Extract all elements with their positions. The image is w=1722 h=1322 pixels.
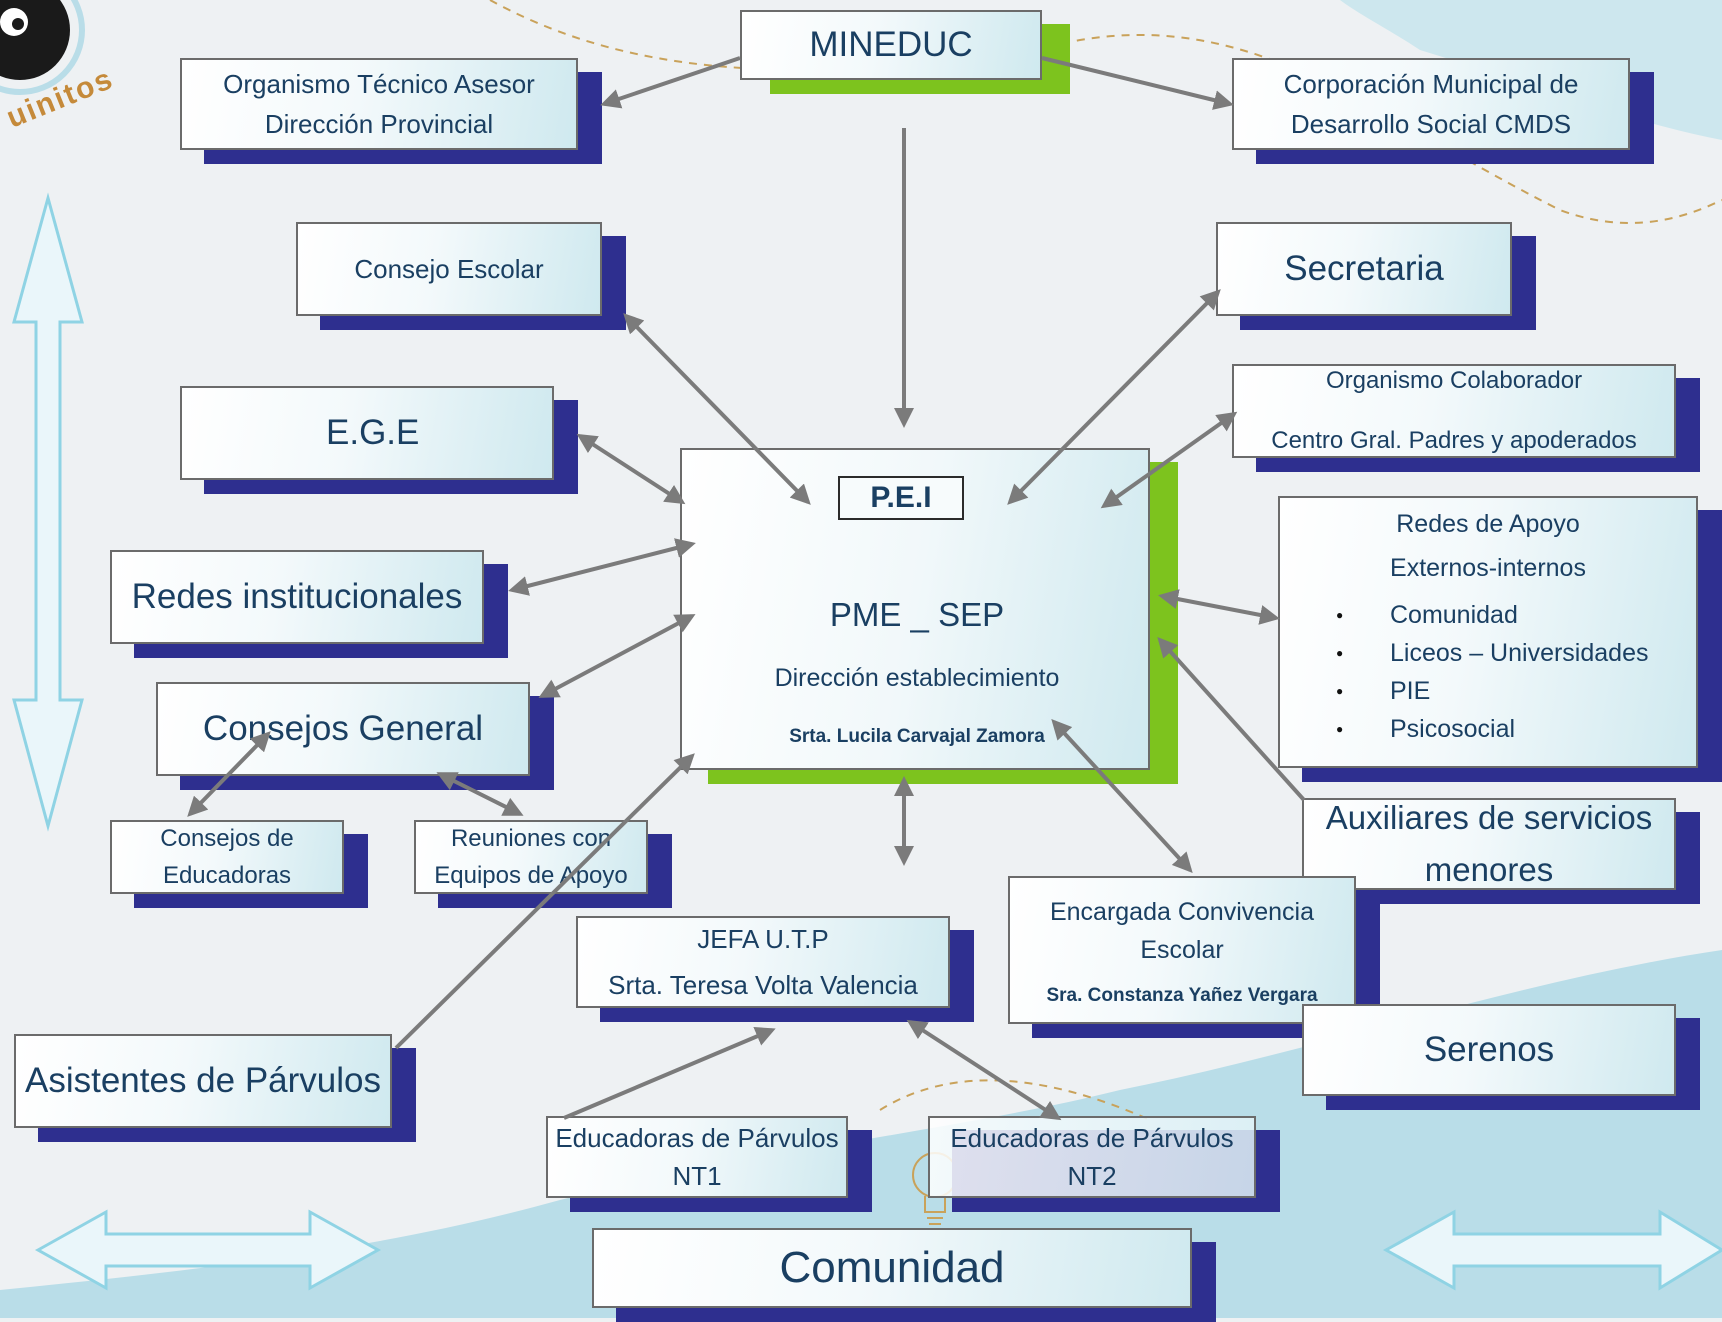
- educadoras-nt1-line2: NT1: [672, 1161, 722, 1191]
- asistentes-parvulos-node: Asistentes de Párvulos: [14, 1034, 416, 1142]
- reuniones-equipos-line1: Reuniones con: [450, 825, 612, 852]
- consejos-general-label: Consejos General: [202, 709, 484, 748]
- corporacion-node: Corporación Municipal de Desarrollo Soci…: [1232, 58, 1654, 164]
- corporacion-line2: Desarrollo Social CMDS: [1290, 109, 1572, 139]
- redes-institucionales-label: Redes institucionales: [131, 577, 463, 616]
- pei-tag: P.E.I: [838, 476, 964, 520]
- left-vertical-double-arrow: [12, 192, 84, 832]
- encargada-convivencia-line2: Escolar: [1140, 936, 1224, 964]
- serenos-label: Serenos: [1423, 1030, 1555, 1069]
- educadoras-nt2-line1: Educadoras de Párvulos: [950, 1123, 1234, 1153]
- consejos-educadoras-node: Consejos de Educadoras: [110, 820, 368, 908]
- ege-node: E.G.E: [180, 386, 578, 494]
- pei-person: Srta. Lucila Carvajal Zamora: [789, 726, 1045, 747]
- organismo-tecnico-node: Organismo Técnico Asesor Dirección Provi…: [180, 58, 602, 164]
- secretaria-label: Secretaria: [1284, 249, 1444, 288]
- jefa-utp-line2: Srta. Teresa Volta Valencia: [608, 970, 918, 1000]
- reuniones-equipos-line2: Equipos de Apoyo: [434, 862, 628, 889]
- list-item: Psicosocial: [1336, 710, 1648, 748]
- logo: [0, 0, 85, 95]
- auxiliares-line2: menores: [1424, 851, 1554, 888]
- list-item: Liceos – Universidades: [1336, 634, 1648, 672]
- jefa-utp-line1: JEFA U.T.P: [697, 924, 829, 954]
- list-item: PIE: [1336, 672, 1648, 710]
- comunidad-node: Comunidad: [592, 1228, 1216, 1322]
- bottom-left-horizontal-arrow: [34, 1209, 382, 1291]
- corporacion-line1: Corporación Municipal de: [1283, 69, 1579, 99]
- redes-apoyo-subtitle: Externos-internos: [1390, 554, 1586, 582]
- auxiliares-node: Auxiliares de servicios menores: [1302, 798, 1700, 904]
- consejos-educadoras-line1: Consejos de: [160, 825, 294, 852]
- redes-institucionales-node: Redes institucionales: [110, 550, 508, 658]
- organismo-colaborador-line2: Centro Gral. Padres y apoderados: [1271, 427, 1637, 454]
- auxiliares-line1: Auxiliares de servicios: [1325, 799, 1653, 836]
- educadoras-nt1-node: Educadoras de Párvulos NT1: [546, 1116, 872, 1212]
- mineduc-node: MINEDUC: [740, 10, 1070, 94]
- organismo-tecnico-line1: Organismo Técnico Asesor: [223, 69, 535, 99]
- encargada-convivencia-line1: Encargada Convivencia: [1049, 898, 1315, 926]
- educadoras-nt2-node: Educadoras de Párvulos NT2: [928, 1116, 1280, 1212]
- encargada-convivencia-node: Encargada Convivencia Escolar Sra. Const…: [1008, 876, 1380, 1038]
- redes-apoyo-node: Redes de Apoyo Externos-internos Comunid…: [1278, 496, 1722, 782]
- organismo-colaborador-line1: Organismo Colaborador: [1325, 367, 1583, 394]
- redes-apoyo-title: Redes de Apoyo: [1396, 510, 1580, 538]
- organismo-colaborador-node: Organismo Colaborador Centro Gral. Padre…: [1232, 364, 1700, 472]
- serenos-node: Serenos: [1302, 1004, 1700, 1110]
- mineduc-label: MINEDUC: [809, 25, 973, 64]
- consejos-educadoras-line2: Educadoras: [162, 862, 292, 889]
- ege-label: E.G.E: [326, 413, 420, 452]
- consejos-general-node: Consejos General: [156, 682, 554, 790]
- organismo-tecnico-line2: Dirección Provincial: [264, 109, 494, 139]
- jefa-utp-node: JEFA U.T.P Srta. Teresa Volta Valencia: [576, 916, 974, 1022]
- bottom-wave: [0, 950, 1722, 1318]
- educadoras-nt2-line2: NT2: [1067, 1161, 1117, 1191]
- pei-title: PME _ SEP: [829, 596, 1005, 633]
- reuniones-equipos-node: Reuniones con Equipos de Apoyo: [414, 820, 672, 908]
- consejo-escolar-node: Consejo Escolar: [296, 222, 626, 330]
- encargada-convivencia-person: Sra. Constanza Yañez Vergara: [1046, 985, 1318, 1006]
- bottom-right-horizontal-arrow: [1382, 1209, 1722, 1291]
- pei-subtitle: Dirección establecimiento: [774, 664, 1060, 692]
- comunidad-label: Comunidad: [779, 1243, 1005, 1292]
- list-item: Comunidad: [1336, 596, 1648, 634]
- educadoras-nt1-line1: Educadoras de Párvulos: [555, 1123, 839, 1153]
- redes-apoyo-list: Comunidad Liceos – Universidades PIE Psi…: [1336, 596, 1648, 748]
- asistentes-parvulos-label: Asistentes de Párvulos: [24, 1061, 381, 1100]
- consejo-escolar-label: Consejo Escolar: [354, 253, 544, 284]
- secretaria-node: Secretaria: [1216, 222, 1536, 330]
